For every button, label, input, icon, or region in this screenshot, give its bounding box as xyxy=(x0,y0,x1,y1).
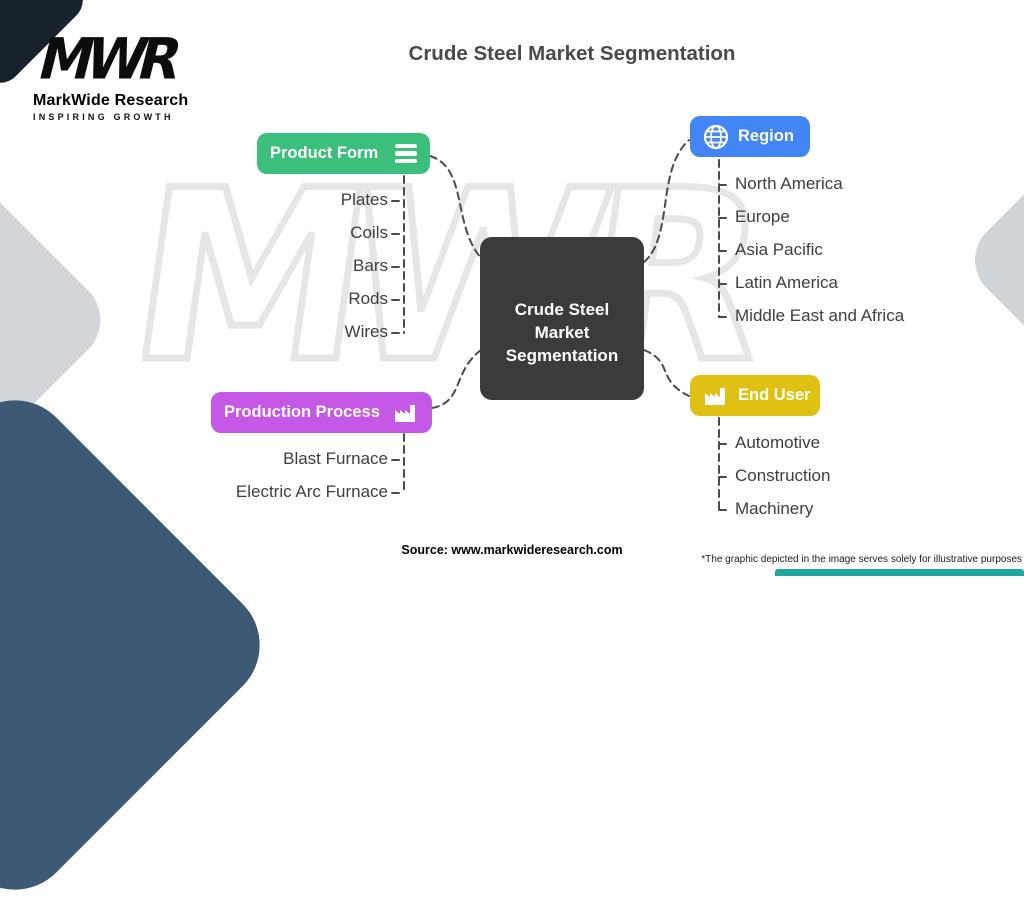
item-automotive: Automotive xyxy=(735,433,821,452)
logo-brand-name: MarkWide Research xyxy=(33,92,189,109)
item-middle-east-and-africa: Middle East and Africa xyxy=(735,306,905,325)
branch-end-user-label: End User xyxy=(738,386,811,404)
branch-production-process: Production Process xyxy=(211,392,432,433)
accent-bar-bottom xyxy=(775,569,1024,576)
item-electric-arc-furnace: Electric Arc Furnace xyxy=(235,482,388,501)
branch-product-form-label: Product Form xyxy=(270,144,379,162)
branch-production-process-label: Production Process xyxy=(224,403,380,421)
branch-product-form: Product Form xyxy=(257,133,430,174)
globe-icon xyxy=(703,124,729,150)
item-construction: Construction xyxy=(735,466,831,485)
item-machinery: Machinery xyxy=(735,499,814,518)
center-node: Crude Steel Market Segmentation xyxy=(480,237,644,400)
factory-icon xyxy=(393,402,419,424)
branch-end-user: End User xyxy=(690,375,820,416)
markwide-logo: MWR MarkWide Research Inspiring Growth xyxy=(32,26,189,122)
branch-region-label: Region xyxy=(738,127,794,145)
center-node-label: Crude Steel Market Segmentation xyxy=(505,300,619,365)
factory-icon xyxy=(703,385,729,407)
source-text: Source: www.markwideresearch.com xyxy=(401,543,623,557)
logo-tagline: Inspiring Growth xyxy=(33,112,174,122)
page-title: Crude Steel Market Segmentation xyxy=(408,42,736,65)
item-north-america: North America xyxy=(735,174,843,193)
item-plates: Plates xyxy=(340,190,388,209)
item-coils: Coils xyxy=(350,223,388,242)
item-bars: Bars xyxy=(353,256,388,275)
item-wires: Wires xyxy=(344,322,388,341)
item-latin-america: Latin America xyxy=(735,273,838,292)
logo-monogram: MWR xyxy=(31,26,183,93)
list-icon xyxy=(395,143,417,164)
item-europe: Europe xyxy=(735,207,790,226)
item-blast-furnace: Blast Furnace xyxy=(283,449,388,468)
branch-region: Region xyxy=(690,116,810,157)
disclaimer-text: *The graphic depicted in the image serve… xyxy=(701,554,1022,565)
item-asia-pacific: Asia Pacific xyxy=(735,240,823,259)
item-rods: Rods xyxy=(348,289,388,308)
connector-lines xyxy=(391,139,732,511)
